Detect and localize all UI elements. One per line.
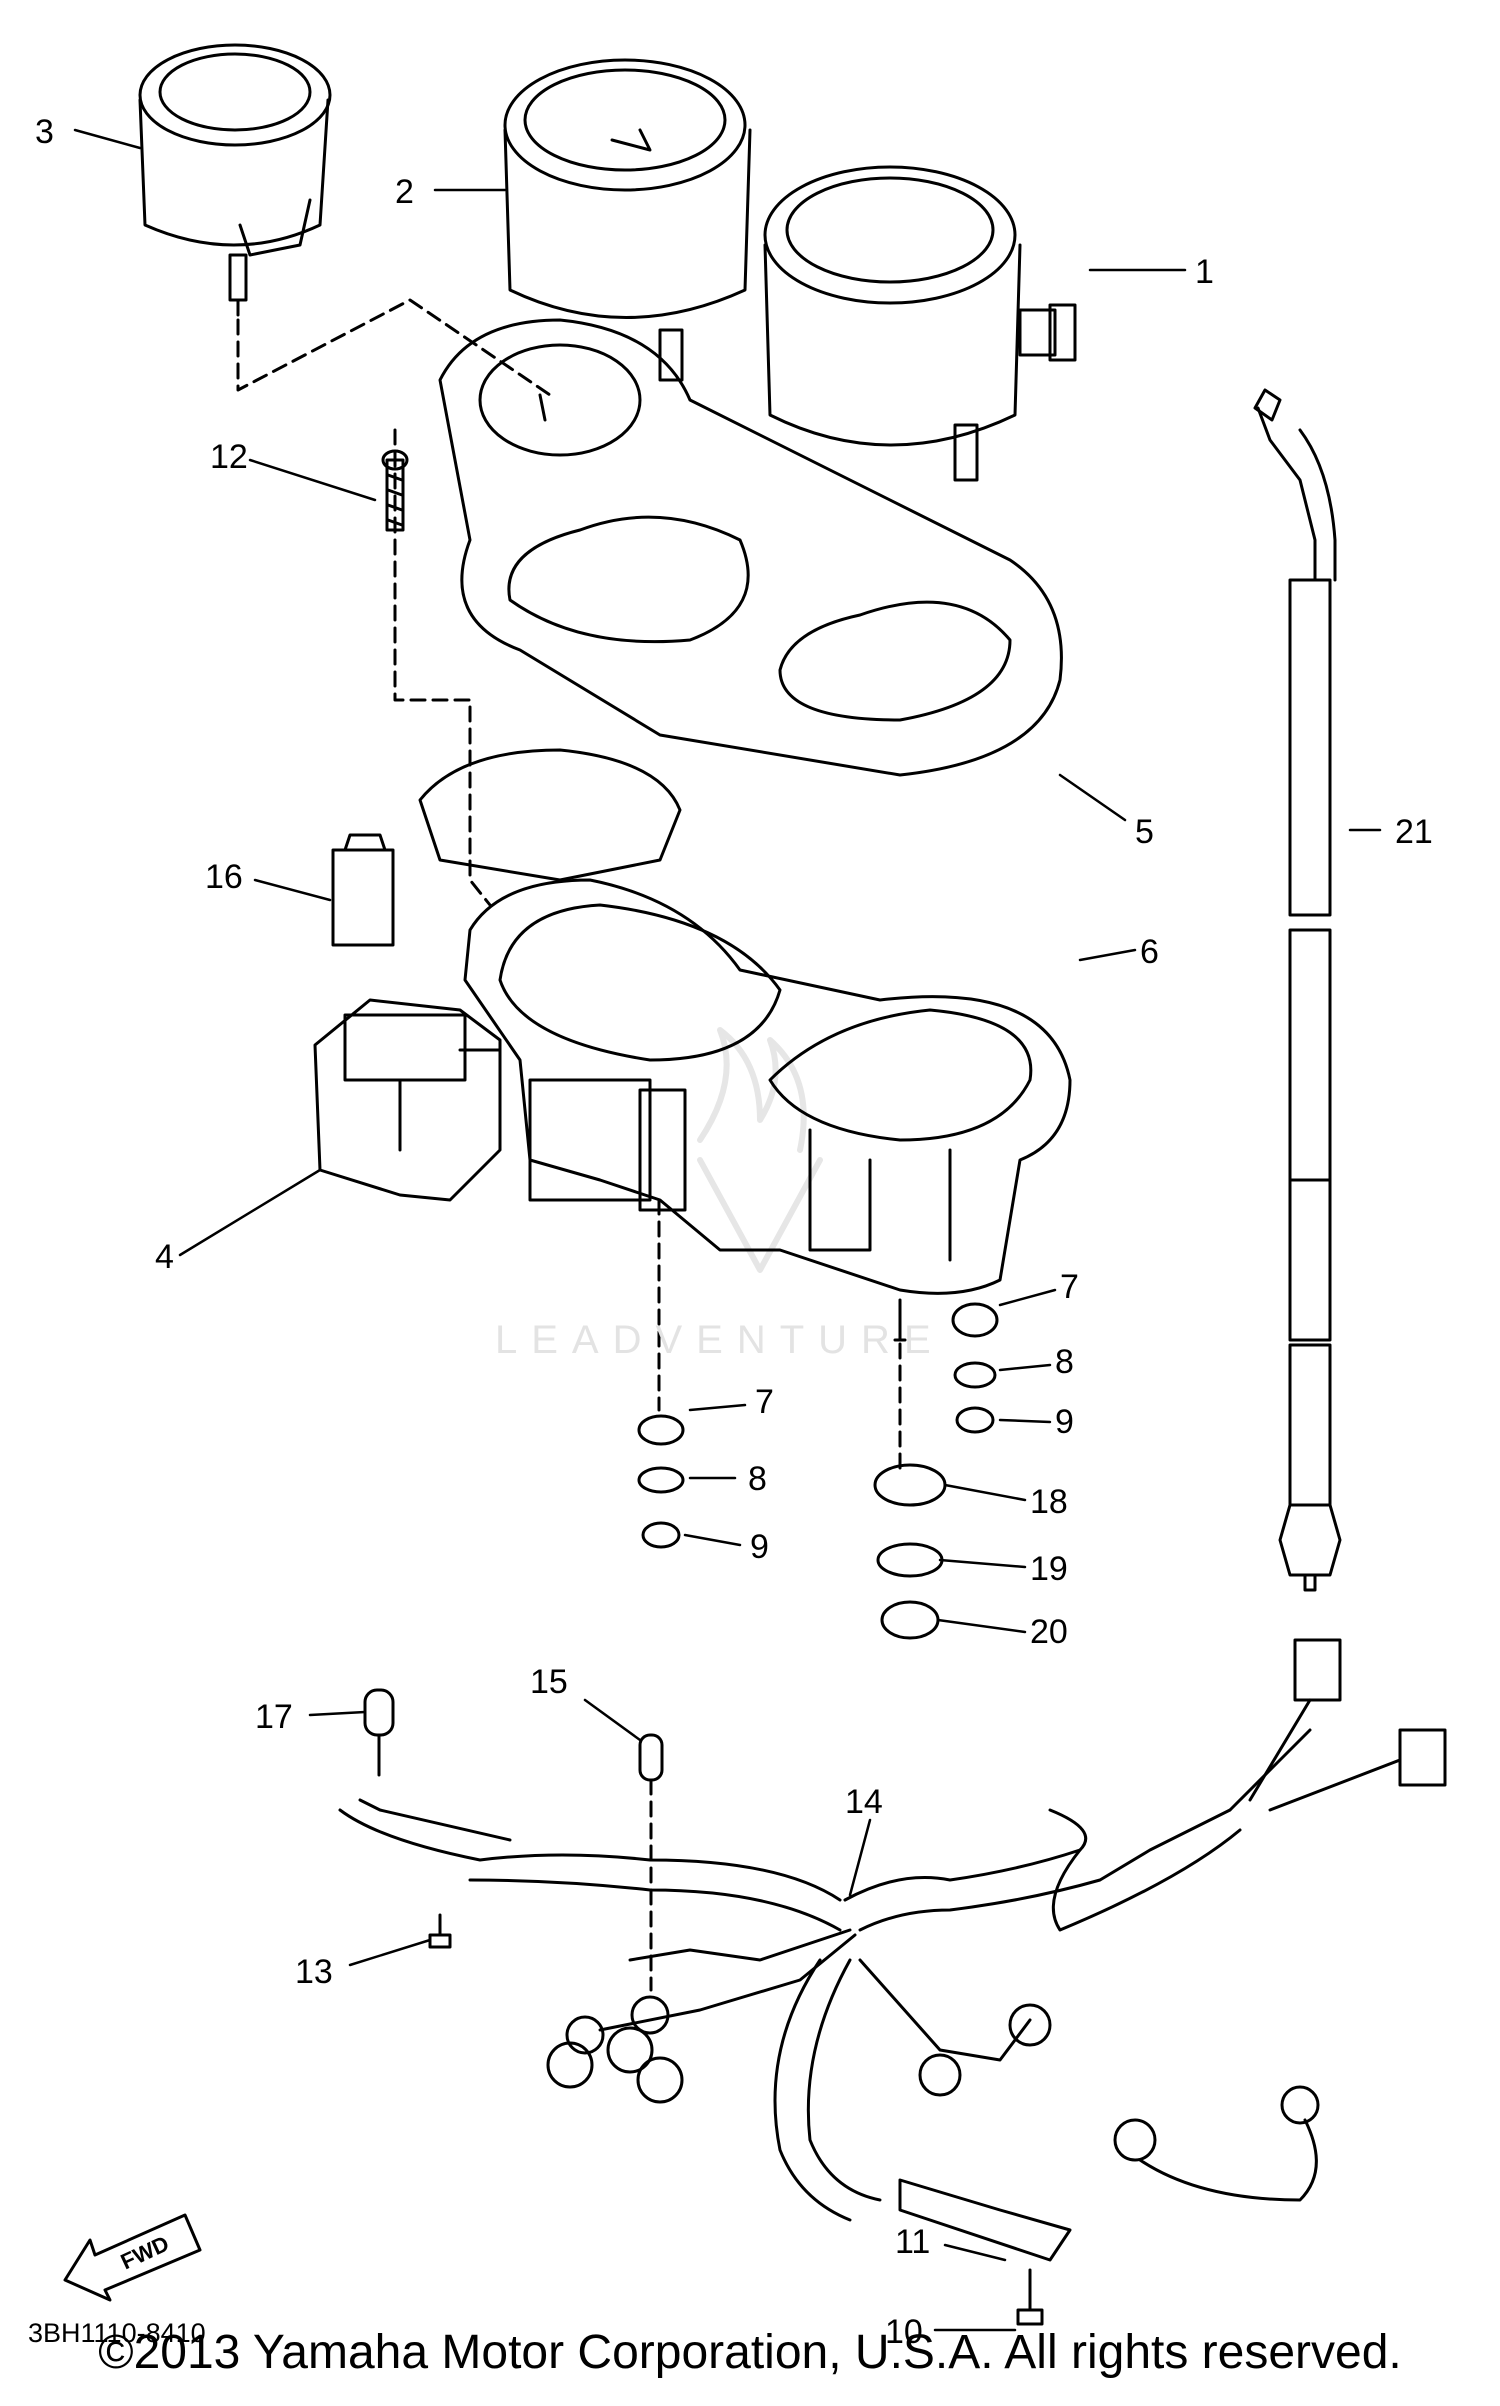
part-label-7-left: 7 bbox=[755, 1383, 774, 1421]
screw-part-13 bbox=[428, 1913, 452, 1949]
part-label-9-left: 9 bbox=[750, 1528, 769, 1566]
part-label-8-right: 8 bbox=[1055, 1343, 1074, 1381]
part-label-2: 2 bbox=[395, 173, 414, 211]
part-label-19: 19 bbox=[1030, 1550, 1068, 1588]
part-label-16: 16 bbox=[205, 858, 243, 896]
bracket-part-5 bbox=[438, 318, 1063, 777]
hardware-stack-left bbox=[637, 1198, 685, 1549]
bulb-part-15 bbox=[638, 1733, 664, 1992]
part-label-9-right: 9 bbox=[1055, 1403, 1074, 1441]
screw-part-10 bbox=[1016, 2268, 1044, 2326]
part-label-13: 13 bbox=[295, 1953, 333, 1991]
bulb-part-17 bbox=[363, 1688, 395, 1777]
part-label-18: 18 bbox=[1030, 1483, 1068, 1521]
part-label-7-right: 7 bbox=[1060, 1268, 1079, 1306]
watermark-logo bbox=[697, 1027, 823, 1273]
part-label-3: 3 bbox=[35, 113, 54, 151]
gauge-part-2 bbox=[503, 58, 752, 382]
part-label-15: 15 bbox=[530, 1663, 568, 1701]
harness-part-14 bbox=[338, 1638, 1447, 2262]
gauge-part-1 bbox=[763, 165, 1077, 482]
watermark-text: LEADVENTURE bbox=[495, 1318, 945, 1362]
part-label-6: 6 bbox=[1140, 933, 1159, 971]
part-label-10: 10 bbox=[885, 2313, 923, 2351]
gauge-part-3 bbox=[138, 43, 332, 317]
leader-lines bbox=[73, 128, 1382, 2332]
part-label-21: 21 bbox=[1395, 813, 1433, 851]
part-label-5: 5 bbox=[1135, 813, 1154, 851]
part-label-11: 11 bbox=[895, 2223, 931, 2261]
part-label-4: 4 bbox=[155, 1238, 174, 1276]
diagram-code: 3BH1110-8410 bbox=[28, 2318, 206, 2348]
cable-part-21 bbox=[1253, 388, 1342, 1592]
hardware-stack-right bbox=[873, 1298, 999, 1640]
part-label-12: 12 bbox=[210, 438, 248, 476]
part-label-20: 20 bbox=[1030, 1613, 1068, 1651]
part-label-8-left: 8 bbox=[748, 1460, 767, 1498]
part-label-14: 14 bbox=[845, 1783, 883, 1821]
screw-part-12 bbox=[381, 449, 409, 532]
bracket-part-6 bbox=[418, 748, 1072, 1342]
part-label-1: 1 bbox=[1195, 253, 1214, 291]
part-label-17: 17 bbox=[255, 1698, 293, 1736]
mount-lines-3 bbox=[236, 298, 552, 907]
box-part-4 bbox=[313, 998, 502, 1202]
copyright-notice: ©2013 Yamaha Motor Corporation, U.S.A. A… bbox=[98, 2326, 1402, 2379]
fwd-arrow bbox=[63, 2213, 202, 2302]
part-16 bbox=[331, 833, 395, 947]
